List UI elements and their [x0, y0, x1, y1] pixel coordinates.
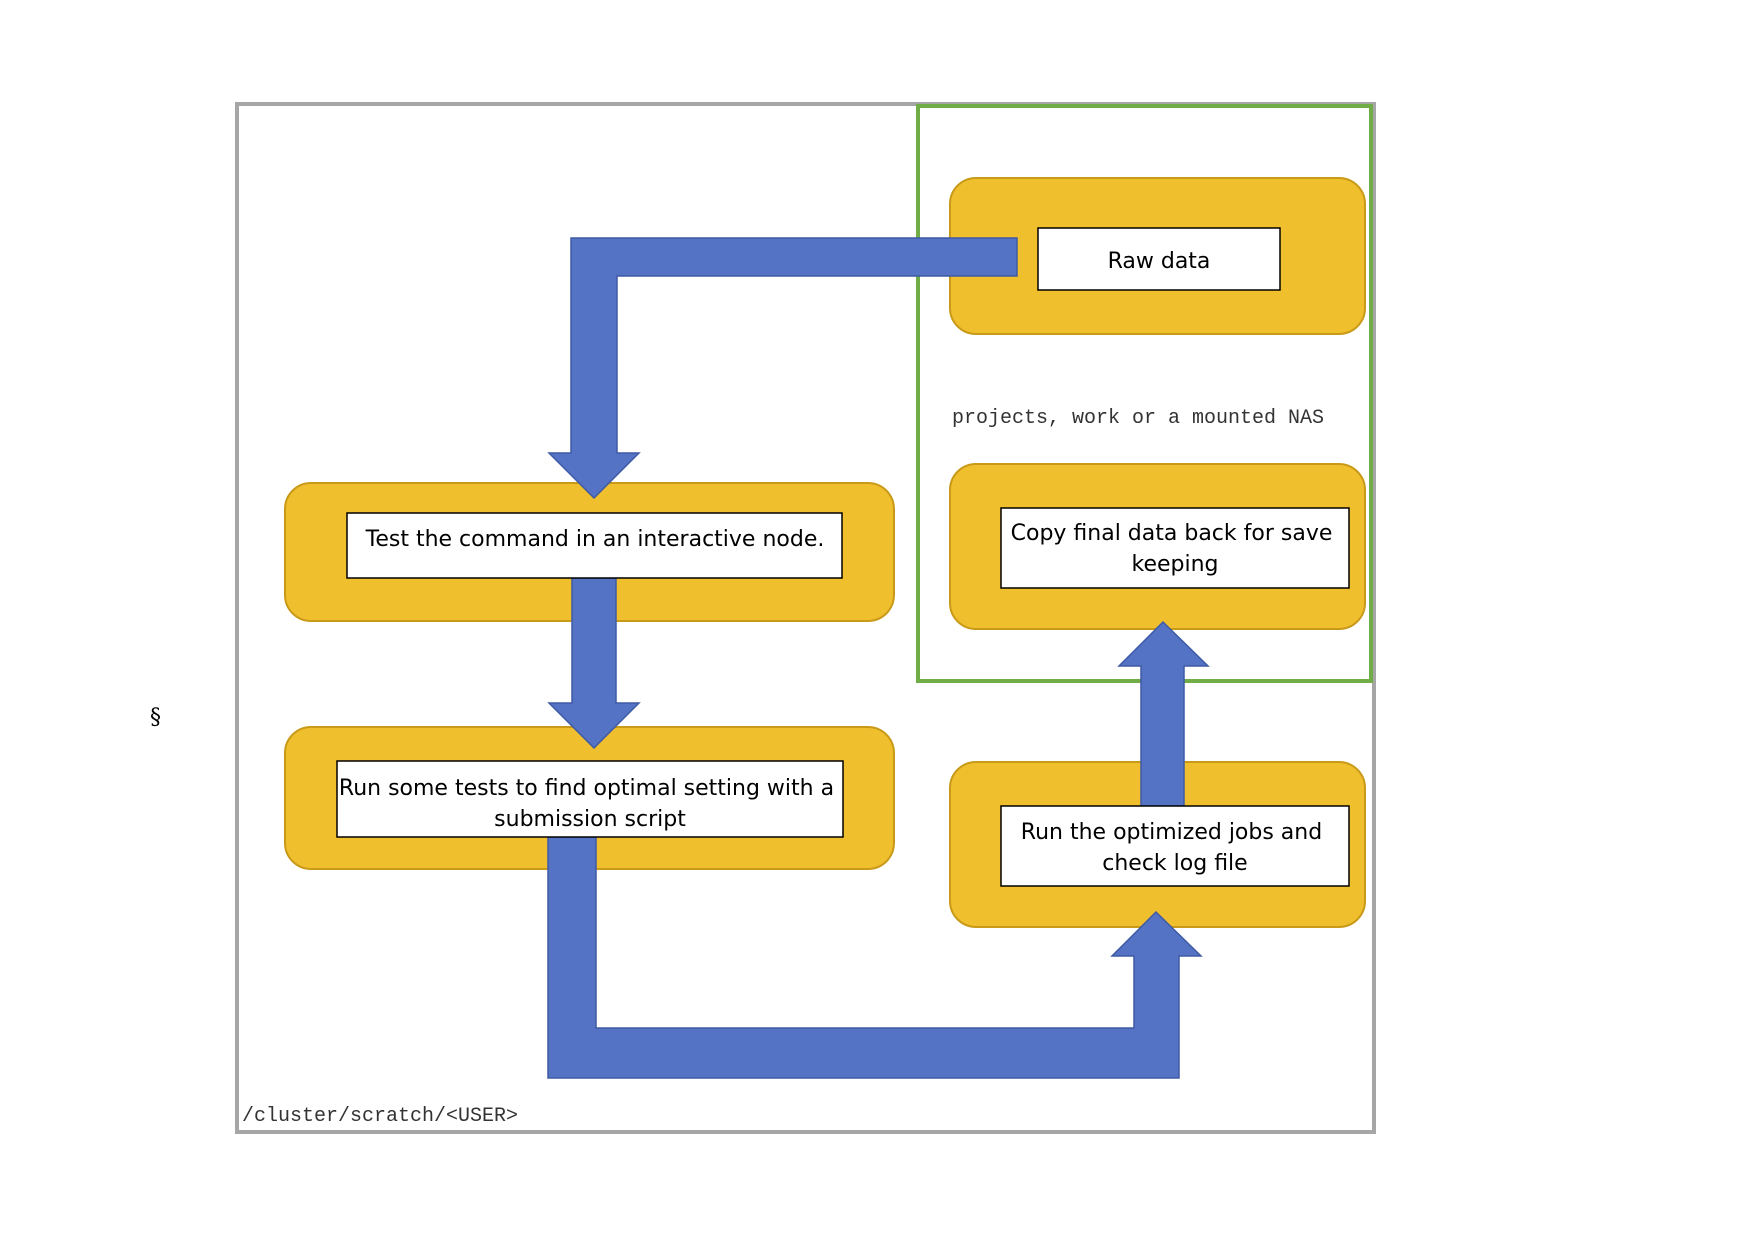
outer-container-label: /cluster/scratch/<USER> — [242, 1105, 518, 1128]
label-copy-back-line-1: Copy final data back for save — [1011, 521, 1333, 546]
label-run-jobs-line-1: Run the optimized jobs and — [1021, 820, 1322, 845]
label-run-jobs: Run the optimized jobs and check log fil… — [1021, 820, 1329, 876]
arrow-raw-to-test — [547, 237, 1018, 500]
label-box-raw-data — [1037, 227, 1281, 291]
label-copy-back-line-2: keeping — [1131, 552, 1218, 577]
label-box-run-tests — [336, 760, 844, 838]
label-box-run-jobs — [1000, 805, 1350, 887]
inner-container-label: projects, work or a mounted NAS — [952, 407, 1324, 430]
section-symbol: § — [150, 705, 161, 730]
arrow-run-tests-to-jobs — [547, 835, 1203, 1079]
label-box-copy-back — [1000, 507, 1350, 589]
label-raw-data-line-1: Raw data — [1108, 249, 1211, 274]
arrow-jobs-to-copy — [1117, 620, 1210, 807]
label-test-command: Test the command in an interactive node. — [365, 527, 825, 552]
arrow-test-to-run-tests — [547, 577, 641, 750]
label-test-command-line-1: Test the command in an interactive node. — [365, 527, 825, 552]
label-raw-data: Raw data — [1108, 249, 1211, 274]
outer-container — [235, 102, 1376, 1134]
label-run-tests: Run some tests to find optimal setting w… — [339, 776, 841, 832]
label-run-jobs-line-2: check log file — [1102, 851, 1247, 876]
label-run-tests-line-1: Run some tests to find optimal setting w… — [339, 776, 834, 801]
label-box-test-command — [346, 512, 843, 579]
label-copy-back: Copy final data back for save keeping — [1011, 521, 1340, 577]
label-run-tests-line-2: submission script — [494, 807, 686, 832]
